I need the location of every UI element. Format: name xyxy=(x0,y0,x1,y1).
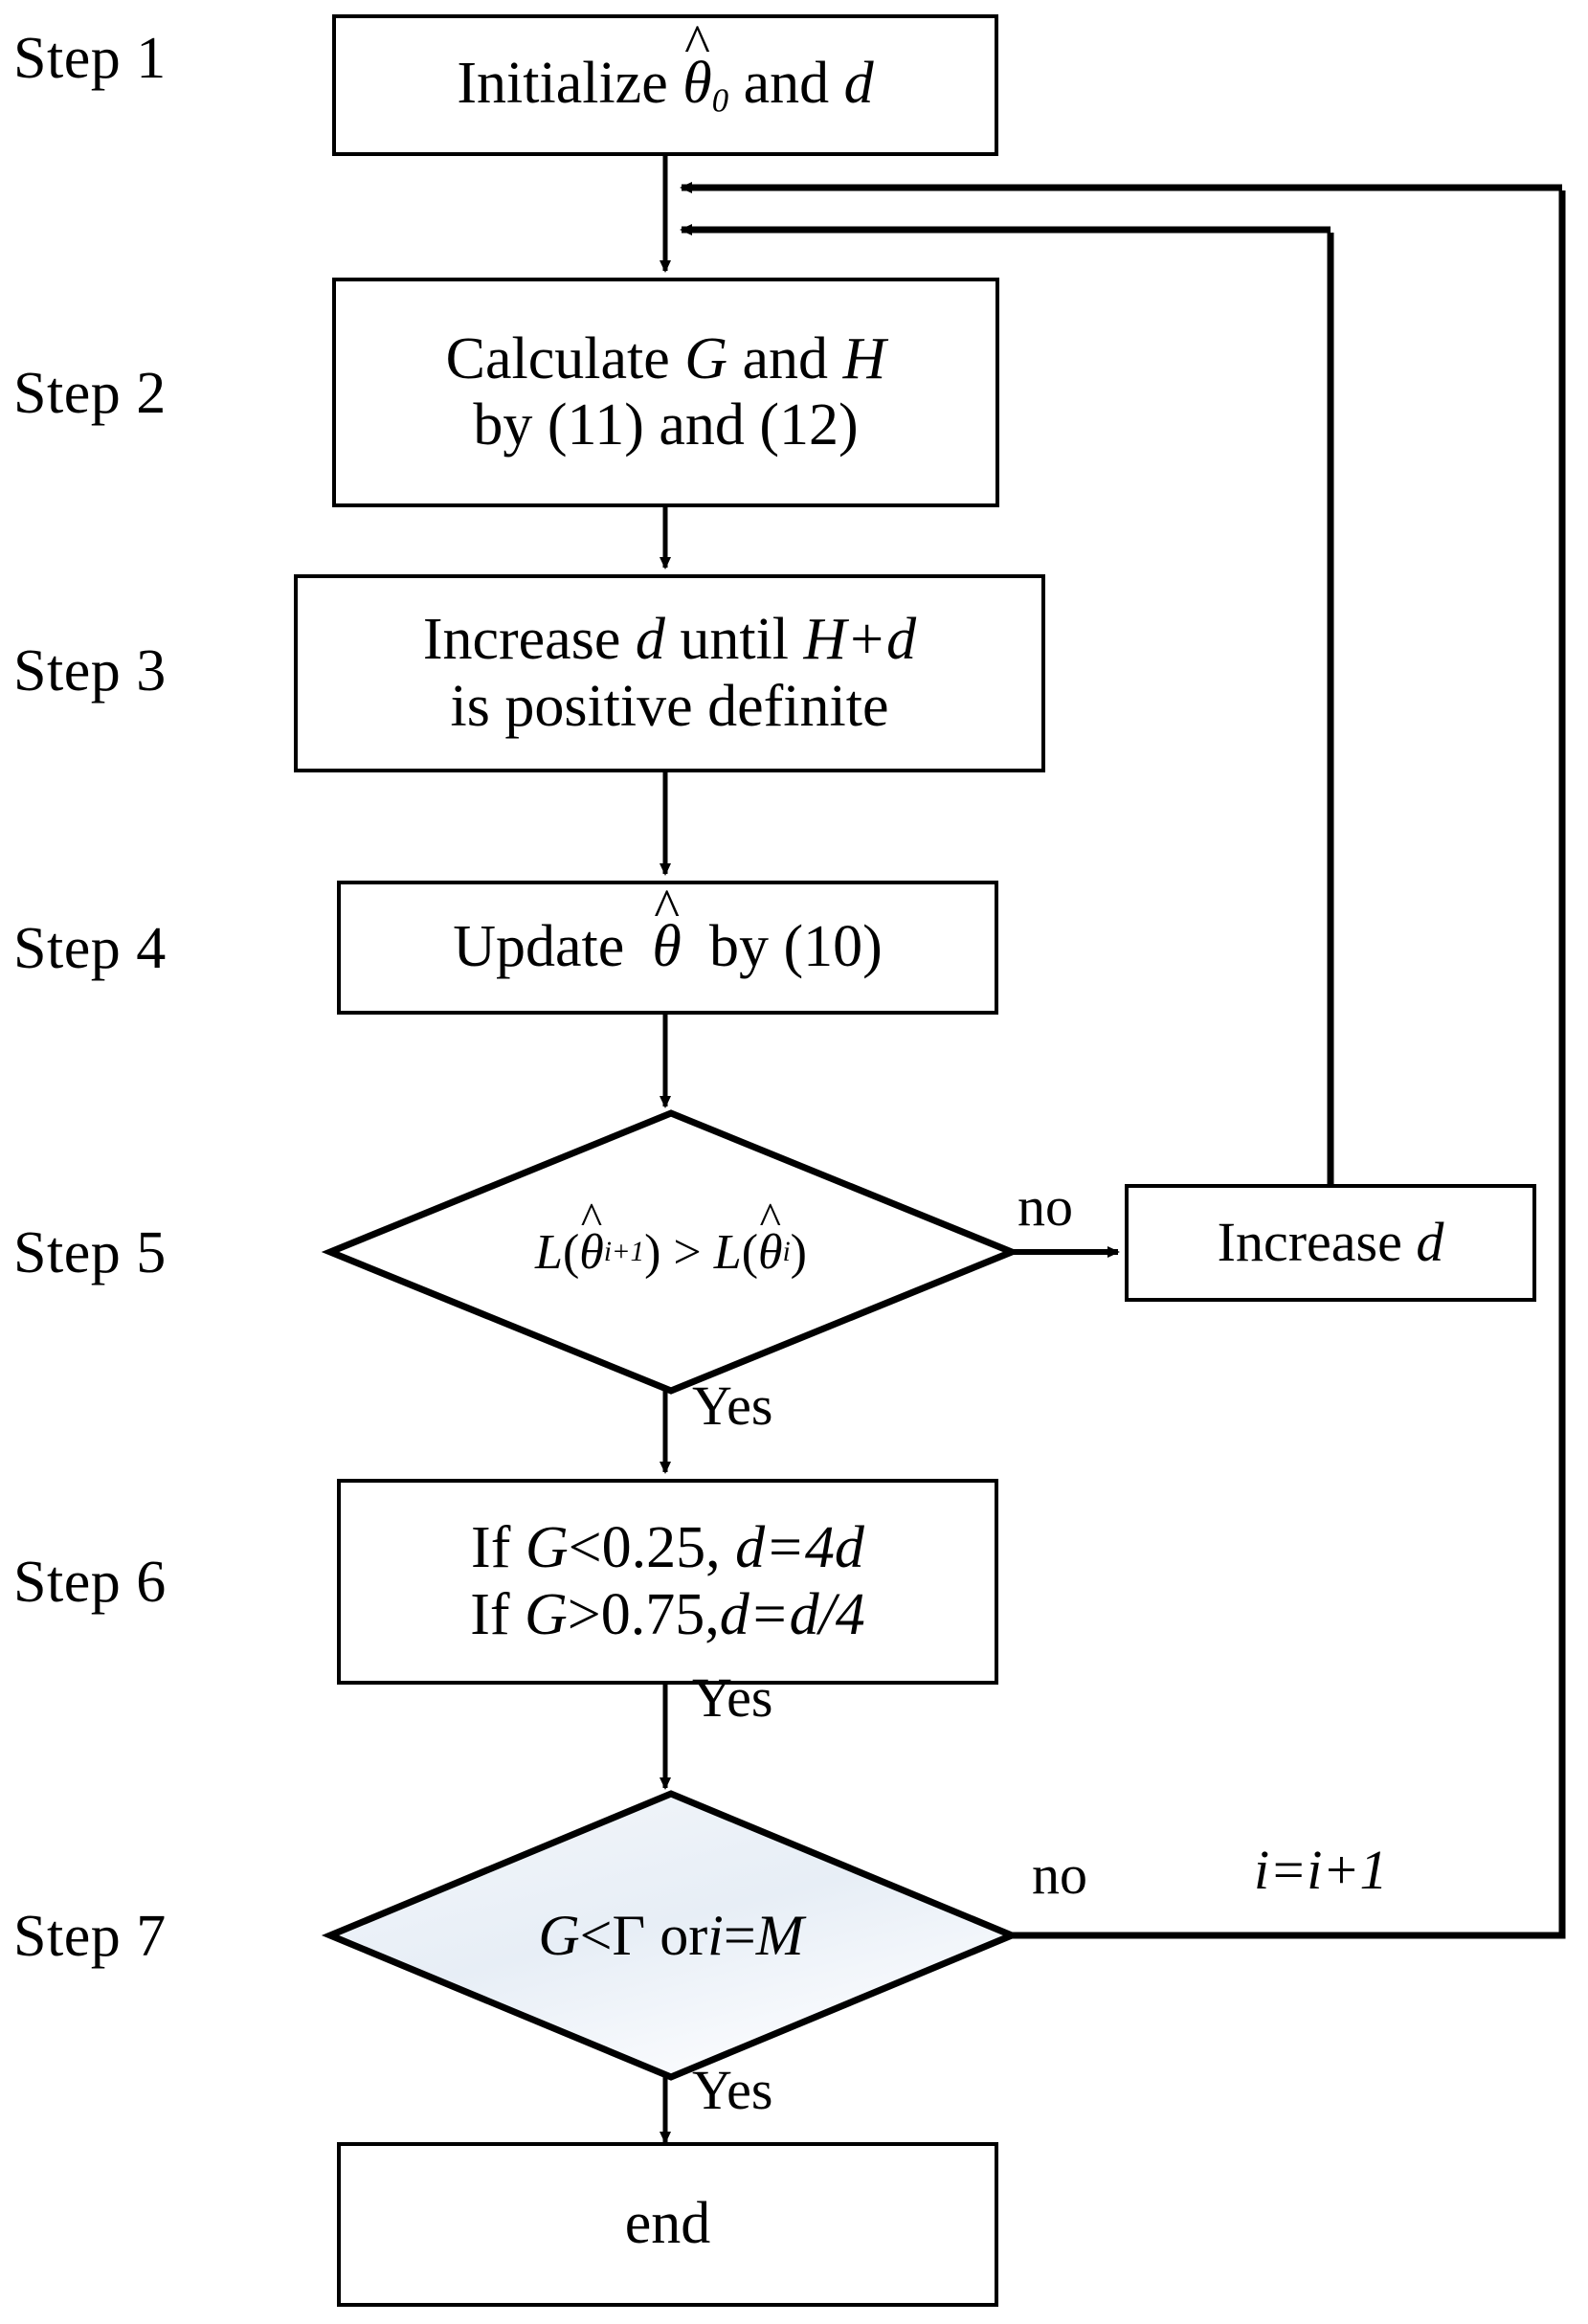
symbol-gamma: Γ xyxy=(612,1903,646,1967)
symbol-G: G xyxy=(538,1903,580,1967)
symbol-G: G xyxy=(525,1515,569,1581)
theta-subscript: 0 xyxy=(711,81,729,120)
theta-hat-i-plus-1: ^θ xyxy=(579,1193,604,1280)
step-label-4: Step 4 xyxy=(13,916,167,981)
initialize-conj: and xyxy=(728,50,844,116)
symbol-i: i xyxy=(707,1903,724,1967)
node-calculate-line1: Calculate G and H xyxy=(445,325,886,391)
node-trust-region-line2: If G>0.75,d=d/4 xyxy=(470,1581,865,1647)
symbol-M: M xyxy=(755,1903,804,1967)
node-calculate-line2: by (11) and (12) xyxy=(473,392,859,458)
symbol-d: d xyxy=(1416,1211,1444,1274)
node-convergence-check-text: G<Γ or i=M xyxy=(538,1903,804,1967)
node-increase-d[interactable]: Increase d xyxy=(1125,1184,1536,1302)
edge-label-increment: i=i+1 xyxy=(1254,1839,1388,1901)
edge-label-yes-step7: Yes xyxy=(692,2059,773,2121)
theta-hat: ^θ xyxy=(652,879,682,980)
theta-hat-zero: ^θ xyxy=(682,14,712,116)
symbol-d: d xyxy=(843,50,874,116)
node-trust-region-update[interactable]: If G<0.25, d=4d If G>0.75,d=d/4 xyxy=(337,1479,998,1685)
edge-label-yes-step5: Yes xyxy=(692,1374,773,1437)
node-end-text: end xyxy=(624,2191,711,2257)
initialize-prefix: Initialize xyxy=(457,50,683,116)
step-label-2: Step 2 xyxy=(13,361,167,426)
node-update-theta[interactable]: Update ^θ by (10) xyxy=(337,881,998,1015)
step-label-7: Step 7 xyxy=(13,1904,167,1969)
node-increase-d-until-pd[interactable]: Increase d until H+d is positive definit… xyxy=(294,574,1045,772)
symbol-G: G xyxy=(684,325,728,391)
node-update-theta-text: Update ^θ by (10) xyxy=(453,879,883,980)
node-increase-d-until-pd-line1: Increase d until H+d xyxy=(422,607,917,673)
node-increase-d-until-pd-line2: is positive definite xyxy=(450,673,889,739)
edge-label-yes-step6: Yes xyxy=(692,1666,773,1729)
node-convergence-check[interactable]: G<Γ or i=M xyxy=(330,1794,1012,2077)
step-label-3: Step 3 xyxy=(13,638,167,704)
theta-hat-i: ^θ xyxy=(758,1193,783,1280)
step-label-1: Step 1 xyxy=(13,26,167,91)
node-increase-d-text: Increase d xyxy=(1217,1211,1444,1274)
symbol-H: H xyxy=(842,325,886,391)
symbol-G: G xyxy=(524,1581,568,1647)
edge-label-no-step5: no xyxy=(1018,1175,1073,1238)
node-initialize[interactable]: Initialize ^θ0 and d xyxy=(332,14,998,156)
node-trust-region-line1: If G<0.25, d=4d xyxy=(471,1515,864,1581)
node-initialize-text: Initialize ^θ0 and d xyxy=(457,14,874,121)
step-label-6: Step 6 xyxy=(13,1550,167,1615)
node-calculate[interactable]: Calculate G and H by (11) and (12) xyxy=(332,278,999,507)
node-end[interactable]: end xyxy=(337,2142,998,2307)
edge-label-no-step7: no xyxy=(1032,1844,1087,1906)
symbol-H-plus-d: H+d xyxy=(803,607,917,673)
symbol-d: d xyxy=(635,607,665,673)
step-label-5: Step 5 xyxy=(13,1220,167,1285)
